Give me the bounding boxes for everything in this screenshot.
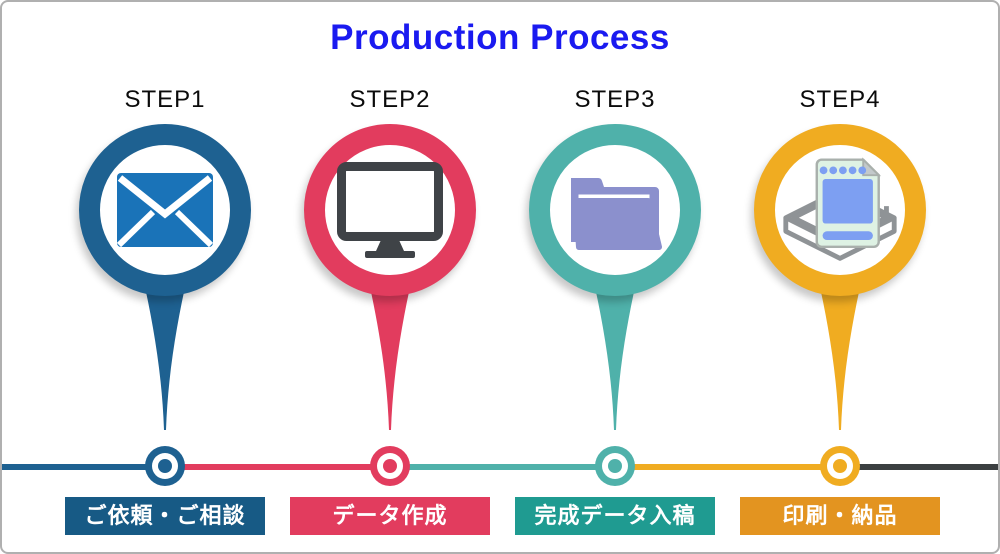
pin-tail <box>143 278 187 430</box>
timeline-segment <box>390 464 615 470</box>
step-caption: 印刷・納品 <box>740 497 940 535</box>
pin-tail <box>593 278 637 430</box>
folder-icon <box>571 177 662 250</box>
step-label: STEP4 <box>799 86 881 113</box>
timeline-segment <box>615 464 840 470</box>
timeline-trailing-segment <box>840 464 998 470</box>
step-caption: 完成データ入稿 <box>515 497 715 535</box>
timeline-segment <box>165 464 390 470</box>
step-column-2: STEP2 データ作成 <box>290 2 490 552</box>
pin-tail <box>368 278 412 430</box>
step-column-4: STEP4 印刷 <box>740 2 940 552</box>
step-caption: データ作成 <box>290 497 490 535</box>
pin-circle <box>529 124 701 296</box>
pin-circle <box>79 124 251 296</box>
step-column-1: STEP1 ご依頼・ご相談 <box>65 2 265 552</box>
step-label: STEP2 <box>349 86 431 113</box>
step-caption: ご依頼・ご相談 <box>65 497 265 535</box>
monitor-icon <box>337 162 443 258</box>
timeline-segment <box>2 464 165 470</box>
step-column-3: STEP3 完成データ入稿 <box>515 2 715 552</box>
step-label: STEP1 <box>124 86 206 113</box>
envelope-icon <box>117 173 213 247</box>
pin-circle <box>754 124 926 296</box>
printer-tray-icon <box>783 157 897 261</box>
timeline-node <box>595 446 635 486</box>
page-title: Production Process <box>330 18 670 57</box>
step-label: STEP3 <box>574 86 656 113</box>
timeline-node <box>370 446 410 486</box>
pin-circle <box>304 124 476 296</box>
pin-tail <box>818 278 862 430</box>
timeline-node <box>145 446 185 486</box>
timeline-node <box>820 446 860 486</box>
